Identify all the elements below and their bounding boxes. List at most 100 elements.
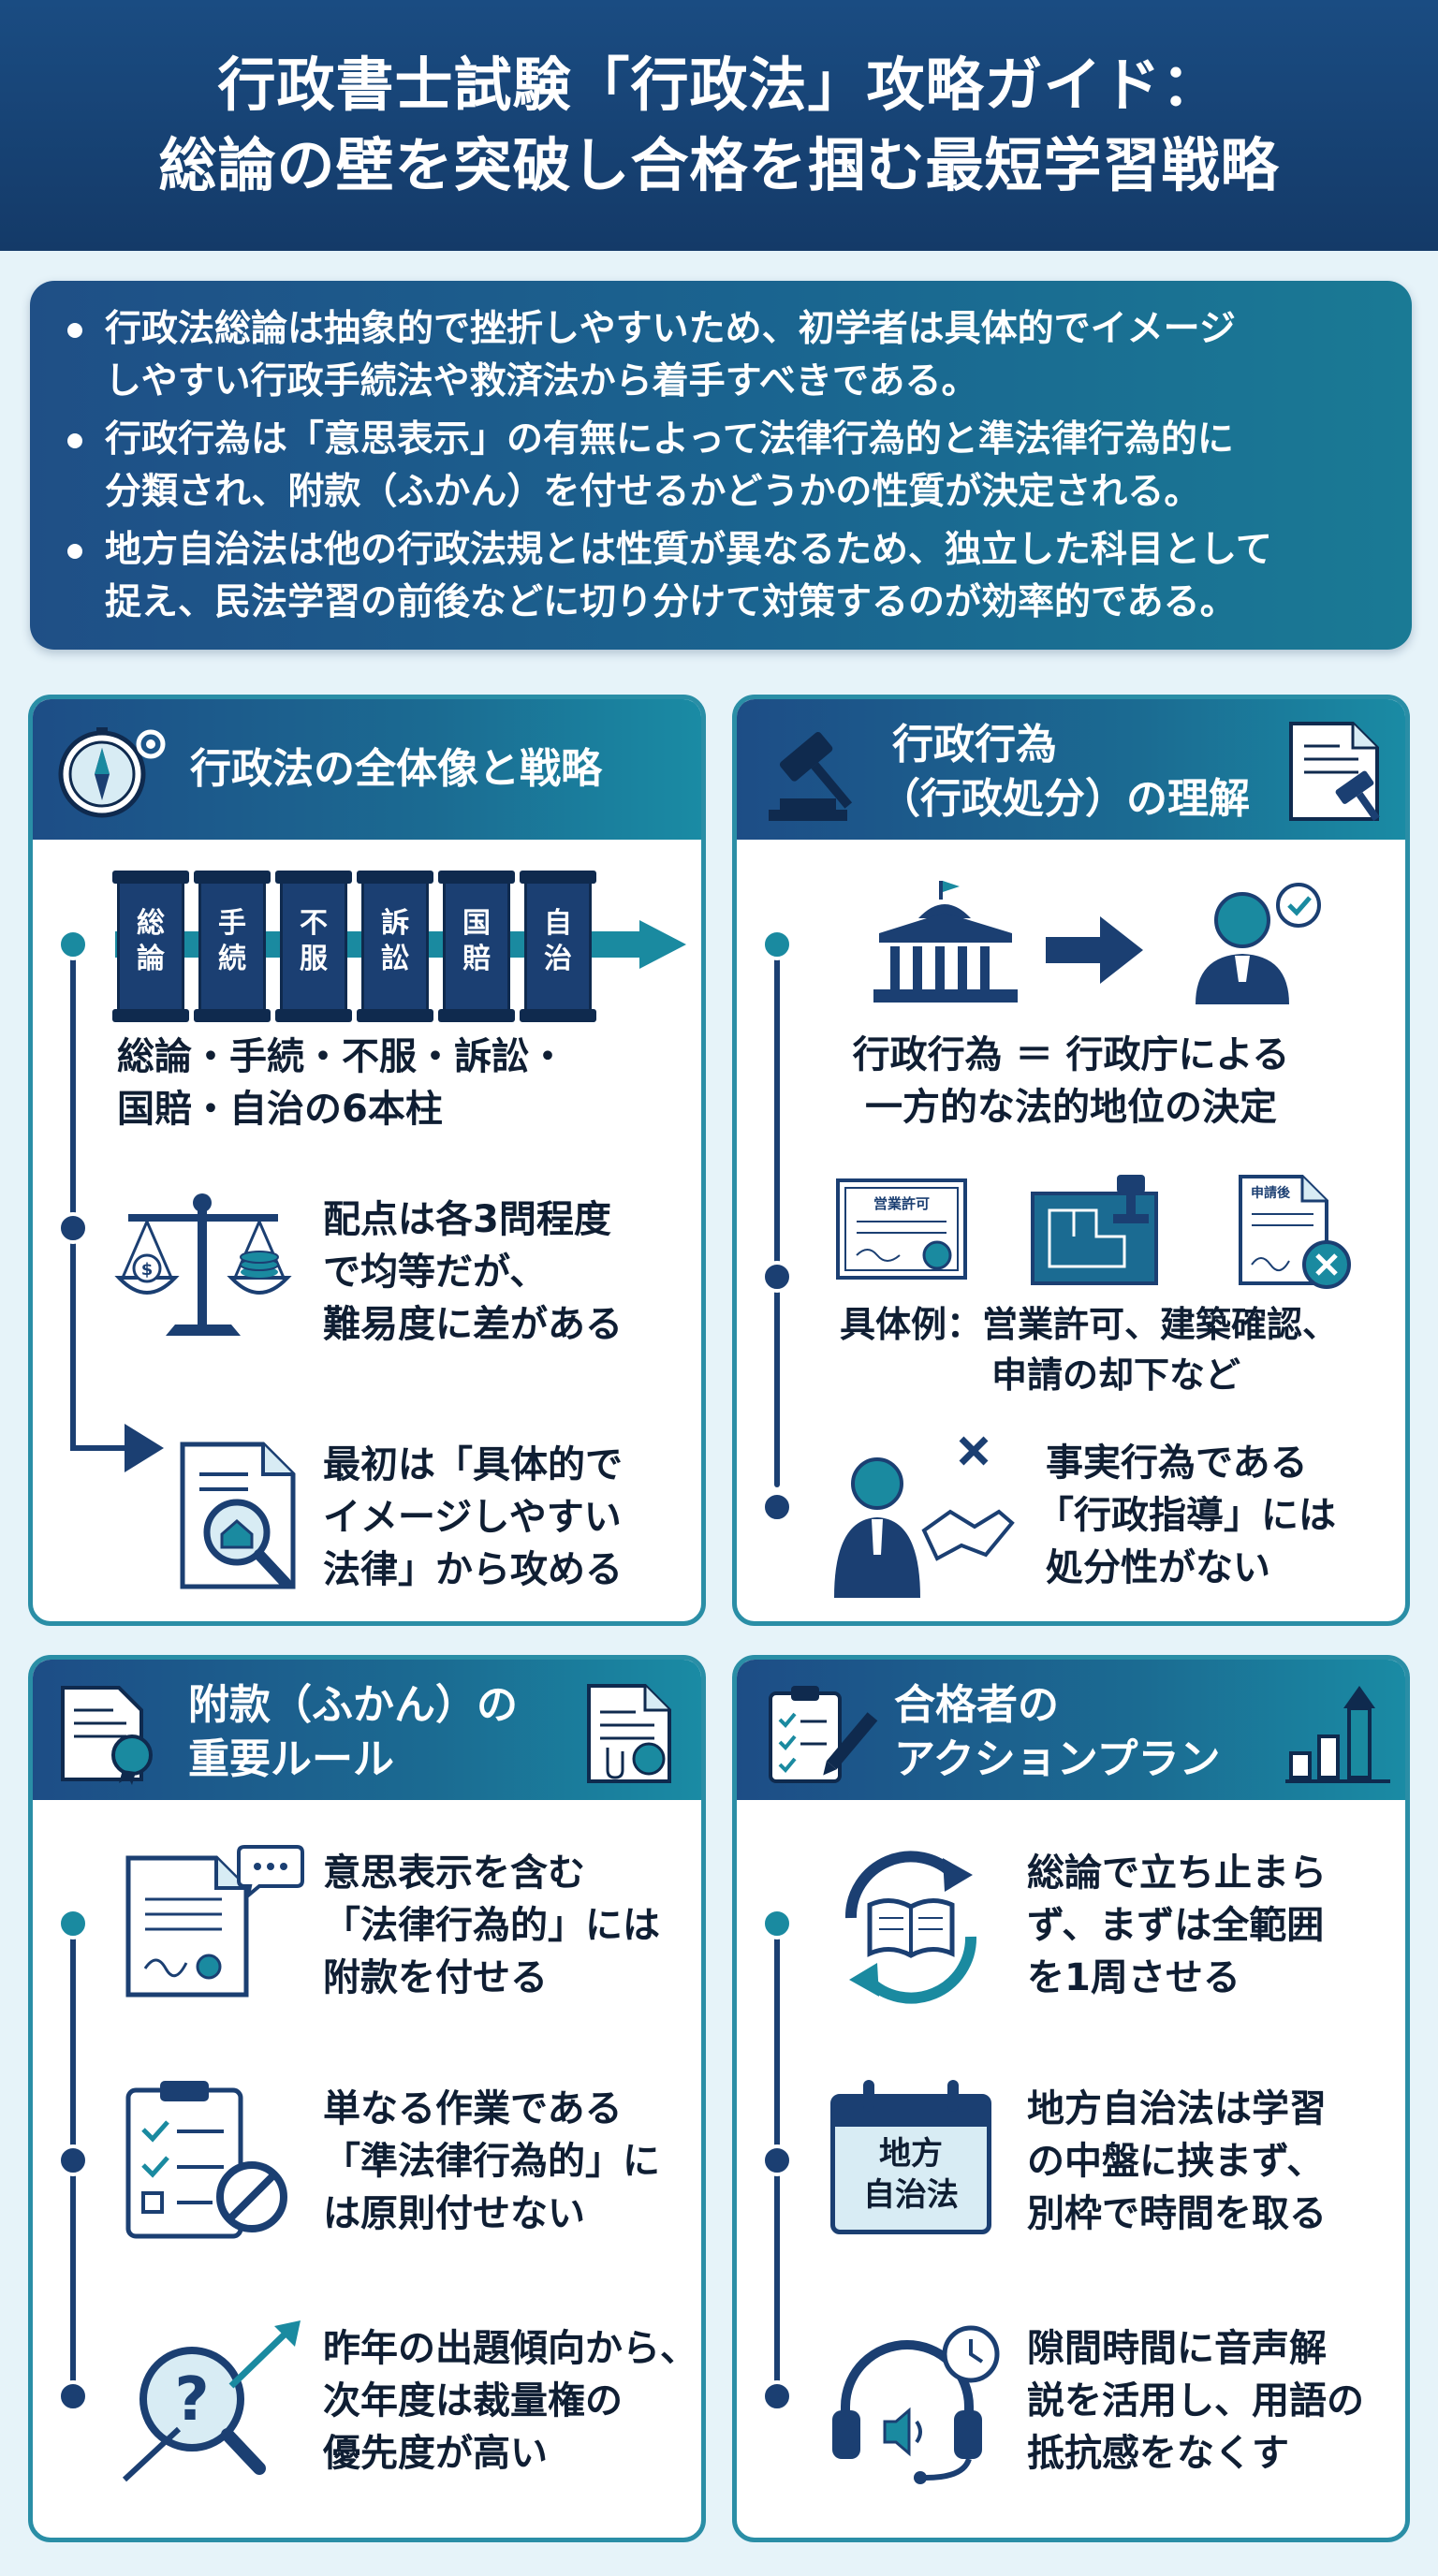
example-text: 申請の却下など [991,1354,1241,1396]
gavel-icon [769,732,853,821]
definition-text: 行政行為 ＝ 行政庁による [852,1033,1290,1076]
card-title: 行政行為 [892,721,1057,768]
page-header: 行政書士試験「行政法」攻略ガイド： 総論の壁を突破し合格を掴む最短学習戦略 [0,0,1438,251]
timeline-dot [57,2144,89,2176]
pillar-3: 不服 [275,871,352,1022]
summary-text: 捉え、民法学習の前後などに切り分けて対策するのが効率的である。 [105,581,1237,623]
person-check-icon [1196,883,1321,1004]
point-text: 説を活用し、用語の [1027,2379,1364,2422]
pillar-capital [438,871,515,884]
card-action-plan: 合格者の アクションプラン 総論で立ち止まら ず、まずは全範囲 を1周させる 地… [732,1655,1410,2542]
pillar-capital [520,871,596,884]
timeline-dot [57,1908,89,1939]
timeline-dot [761,1261,793,1293]
summary-text: 行政行為は「意思表示」の有無によって法律行為的と準法律行為的に [105,418,1234,461]
card-administrative-act: 行政行為 （行政処分）の理解 行政行為 [732,695,1410,1626]
summary-box: 行政法総論は抽象的で挫折しやすいため、初学者は具体的でイメージ しやすい行政手続… [30,281,1412,650]
timeline-dot [761,2144,793,2176]
arrow-right-icon [1046,916,1143,984]
card-title: 行政法の全体像と戦略 [190,745,602,793]
summary-text: 地方自治法は他の行政法規とは性質が異なるため、独立した科目として [105,529,1272,571]
point-text: 処分性がない [1046,1546,1270,1589]
calendar-ring [863,2080,874,2112]
timeline-dot [761,1908,793,1939]
point-text: は原則付せない [323,2192,585,2235]
point-text: 総論で立ち止まら [1027,1852,1327,1895]
timeline-line [70,944,76,1431]
page-title-line-2: 総論の壁を突破し合格を掴む最短学習戦略 [158,131,1280,199]
pillar-caption: 国賠・自治の6本柱 [117,1088,443,1131]
pillar-5: 国賠 [438,871,515,1022]
pillar-base [275,1009,352,1022]
timeline-dot [761,2380,793,2412]
scales-icon: $ [114,1193,292,1336]
point-text: 次年度は裁量権の [323,2379,623,2422]
pillar-label: 不服 [300,907,328,975]
page-title-line-1: 行政書士試験「行政法」攻略ガイド： [217,51,1221,119]
pillar-caption: 総論・手続・不服・訴訟・ [117,1035,566,1078]
pillar-1: 総論 [112,871,189,1022]
application-reject-icon: 申請後 [1239,1175,1351,1289]
summary-text: しやすい行政手続法や救済法から着手すべきである。 [105,360,978,402]
point-text: 単なる作業である [323,2087,623,2130]
calendar-label: 地方 [879,2135,943,2173]
point-text: 「準法律行為的」に [323,2140,660,2183]
point-text: 配点は各3問程度 [323,1198,611,1241]
calendar-header [835,2099,987,2127]
government-building-icon [873,881,1018,1003]
headset-clock-icon [832,2325,1000,2484]
timeline-dot [57,2380,89,2412]
definition-text: 一方的な法的地位の決定 [865,1086,1277,1129]
pillar-base [112,1009,189,1022]
point-text: 優先度が高い [323,2432,548,2475]
card-title: 附款（ふかん）の [188,1681,518,1729]
application-label: 申請後 [1251,1185,1291,1201]
document-clip-icon [587,1684,671,1783]
certificate-seal-icon [61,1686,153,1785]
point-text: 抵抗感をなくす [1027,2432,1289,2475]
license-label: 営業許可 [873,1195,930,1212]
summary-item: 行政法総論は抽象的で挫折しやすいため、初学者は具体的でイメージ しやすい行政手続… [67,303,1374,408]
pillar-4: 訴訟 [357,871,433,1022]
pillar-base [357,1009,433,1022]
pillar-base [194,1009,271,1022]
point-text: 事実行為である [1046,1442,1308,1485]
point-text: 「法律行為的」には [323,1904,660,1947]
point-text: 最初は「具体的で [323,1443,623,1486]
card-overview-strategy: 行政法の全体像と戦略 総論手続不服訴訟国賠自治 総論・手続・不服・訴訟・ 国賠・… [28,695,706,1626]
calendar-label: 自治法 [863,2176,959,2214]
arrow-right-icon [70,1411,164,1472]
point-text: 隙間時間に音声解 [1027,2327,1327,2370]
blueprint-stamp-icon [1031,1175,1158,1285]
checklist-prohibited-icon [125,2081,287,2239]
pillar-2: 手続 [194,871,271,1022]
point-text: を1周させる [1027,1956,1240,1999]
point-text: 地方自治法は学習 [1027,2087,1327,2130]
card-title: アクションプラン [894,1735,1221,1783]
bullet-icon [67,323,82,338]
point-text: 意思表示を含む [323,1852,585,1895]
pillar-capital [112,871,189,884]
summary-text: 行政法総論は抽象的で挫折しやすいため、初学者は具体的でイメージ [105,308,1236,350]
example-text: 具体例：営業許可、建築確認、 [840,1304,1339,1345]
pillar-label: 自治 [544,907,572,975]
document-gavel-icon [1289,722,1380,822]
point-text: 昨年の出題傾向から、 [323,2327,697,2370]
point-text: で均等だが、 [323,1251,548,1294]
summary-item: 行政行為は「意思表示」の有無によって法律行為的と準法律行為的に 分類され、附款（… [67,414,1374,519]
document-speech-icon [125,1845,304,1998]
summary-text: 分類され、附款（ふかん）を付せるかどうかの性質が決定される。 [105,471,1201,513]
timeline-dot [57,929,89,960]
pillar-label: 手続 [218,907,246,975]
pillar-label: 国賠 [462,907,491,975]
point-text: の中盤に挟まず、 [1027,2140,1325,2183]
pillar-base [438,1009,515,1022]
svg-text:?: ? [174,2365,209,2435]
pillar-capital [357,871,433,884]
bullet-icon [67,544,82,559]
summary-item: 地方自治法は他の行政法規とは性質が異なるため、独立した科目として 捉え、民法学習… [67,524,1374,629]
compass-icon [58,727,166,818]
point-text: 別枠で時間を取る [1027,2192,1327,2235]
point-text: 難易度に差がある [323,1303,623,1346]
question-magnifier-trend-icon: ? [122,2320,301,2482]
